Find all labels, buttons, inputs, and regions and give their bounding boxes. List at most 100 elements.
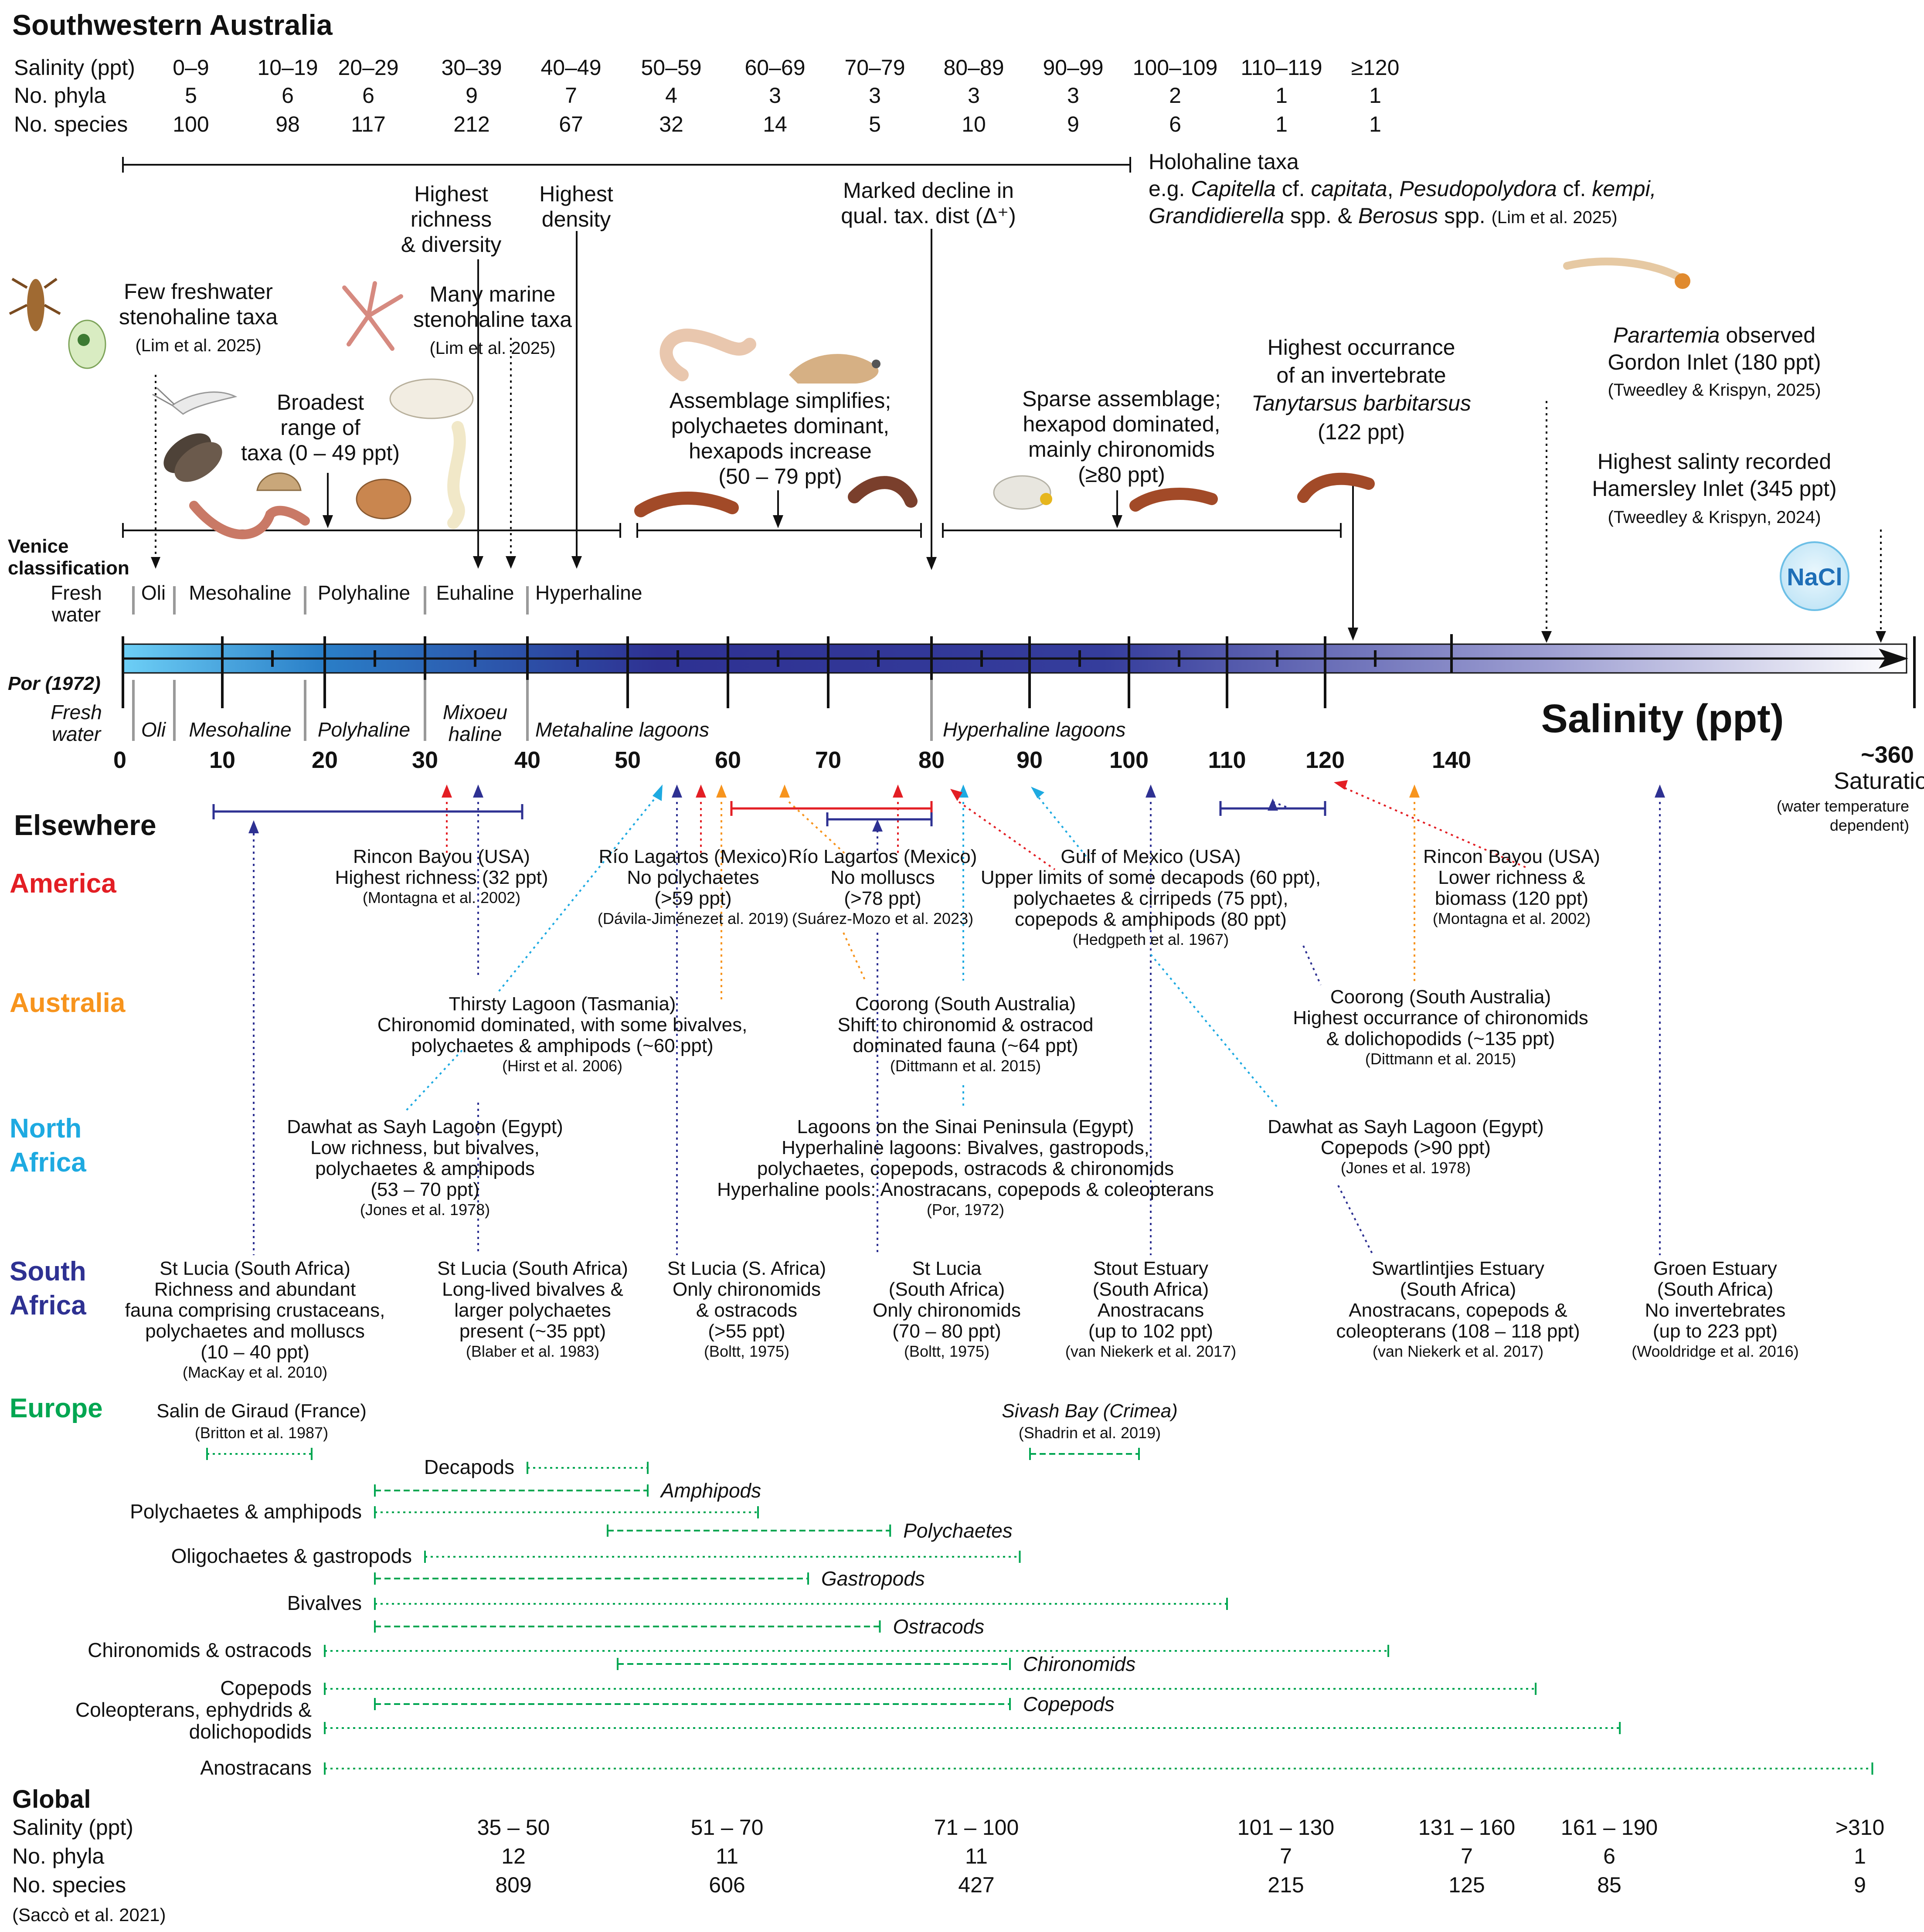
swa-phyla-cell: 3 [769,83,781,108]
axis-tick-label: 90 [1016,747,1043,773]
swa-species-cell: 6 [1169,112,1181,136]
swa-phyla-cell: 3 [1067,83,1079,108]
global-salinity-cell: 131 – 160 [1418,1815,1515,1840]
global-phyla-cell: 1 [1854,1844,1866,1868]
study-lucia1-line: fauna comprising crustaceans, [125,1300,385,1321]
elsewhere-ranges [212,801,1326,826]
global-title: Global [12,1785,91,1813]
europe-range-label: Gastropods [821,1567,925,1590]
por-mixoeu-line1: Mixoeu [443,701,507,723]
europe-site-crimea: Sivash Bay (Crimea) [1002,1400,1177,1422]
swa-phyla-cell: 1 [1275,83,1288,108]
europe-site-france-ref: (Britton et al. 1987) [195,1424,328,1442]
study-dawhat2-ref: (Jones et al. 1978) [1341,1159,1471,1177]
snail-icon [789,354,880,384]
study-lucia4-line: Only chironomids [873,1300,1021,1321]
highest-salinity-ref: (Tweedley & Krispyn, 2024) [1608,508,1821,527]
elsewhere-arrowheads [248,780,1665,833]
freshwater-note-line1: Few freshwater [124,279,273,304]
axis-tick-label: 20 [312,747,338,773]
decline-note-line1: Marked decline in [843,178,1014,203]
swa-salinity-cell: 90–99 [1043,55,1103,80]
broadest-range-line1: Broadest [277,390,364,414]
study-lucia3-line: (>55 ppt) [708,1321,785,1342]
study-rincon2-line: Lower richness & [1438,867,1585,888]
study-lucia4-line: (70 – 80 ppt) [892,1321,1001,1342]
global-phyla-cell: 7 [1280,1844,1292,1868]
global-ref: (Saccò et al. 2021) [12,1905,166,1925]
swa-species-cell: 100 [173,112,209,136]
swa-species-cell: 32 [659,112,683,136]
study-stout-line: Anostracans [1098,1300,1204,1321]
axis-title: Salinity (ppt) [1541,696,1784,741]
study-lucia2-line: Long-lived bivalves & [442,1279,623,1300]
study-lucia3-line: Only chironomids [673,1279,821,1300]
swa-table: Salinity (ppt) No. phyla No. species 0–9… [14,55,1399,136]
study-rincon2-line: Rincon Bayou (USA) [1423,846,1600,867]
global-phyla-cell: 12 [501,1844,526,1868]
global-salinity-cell: 161 – 190 [1561,1815,1658,1840]
highest-occ-species: Tanytarsus barbitarsus [1251,391,1471,415]
europe-range-crimea [374,1572,809,1585]
global-species-cell: 9 [1854,1873,1866,1897]
por-oli: Oli [141,718,167,741]
sparse-note-line1: Sparse assemblage; [1022,387,1221,411]
venice-classification: Venice classification Fresh water Oli Me… [8,536,642,626]
study-lagartos1-line: No polychaetes [627,867,759,888]
study-thirsty-line: Thirsty Lagoon (Tasmania) [449,993,676,1015]
europe-range-crimea [374,1484,649,1497]
holohaline-title: Holohaline taxa [1149,149,1299,174]
axis-tick-label: 50 [615,747,641,773]
swa-salinity-cell: 30–39 [441,55,502,80]
global-header-species: No. species [12,1873,126,1897]
europe-range-label: Copepods [220,1677,312,1699]
study-dawhat1-line: Dawhat as Sayh Lagoon (Egypt) [287,1116,563,1137]
europe-range-label: Bivalves [287,1592,362,1614]
global-salinity-cell: 101 – 130 [1237,1815,1334,1840]
global-salinity-cell: 71 – 100 [934,1815,1019,1840]
region-south-africa-line1: South [10,1256,86,1287]
study-lucia2-ref: (Blaber et al. 1983) [466,1342,599,1360]
shrimp-icon [152,387,238,415]
study-groen-ref: (Wooldridge et al. 2016) [1632,1342,1799,1360]
europe-range-label: Amphipods [659,1479,761,1502]
global-salinity-cell: 51 – 70 [691,1815,764,1840]
study-rincon1-line: Highest richness (32 ppt) [335,867,548,888]
study-lagartos1-ref: (Dávila-Jiménezet al. 2019) [598,910,789,927]
europe-range-france [374,1598,1228,1610]
study-lagartos1-line: (>59 ppt) [654,888,731,909]
swa-header-phyla: No. phyla [14,83,106,108]
study-lucia1-line: Richness and abundant [154,1279,356,1300]
region-america: America [10,869,116,899]
study-coorong2-ref: (Dittmann et al. 2015) [1365,1050,1516,1068]
axis-tick-label: 110 [1208,747,1246,773]
swa-phyla-cell: 1 [1369,83,1381,108]
swa-species-cell: 1 [1275,112,1288,136]
broadest-range-line3: taxa (0 – 49 ppt) [241,441,400,465]
swa-salinity-cell: 10–19 [257,55,318,80]
study-dawhat1-line: (53 – 70 ppt) [371,1179,479,1200]
study-rincon2-line: biomass (120 ppt) [1435,888,1588,909]
organism-illustrations: NaCl [9,258,1849,611]
study-lagartos2-line: No molluscs [830,867,935,888]
global-header-salinity: Salinity (ppt) [12,1815,133,1840]
parartemia-ref: (Tweedley & Krispyn, 2025) [1608,380,1821,400]
study-groen-line: (South Africa) [1657,1279,1774,1300]
europe-range-label: Ostracods [893,1615,985,1638]
venice-polyhaline: Polyhaline [318,581,410,604]
venice-label-line2: classification [8,557,129,579]
axis-tick-label: 10 [209,747,235,773]
marine-note-line1: Many marine [430,282,556,306]
broadest-range-line2: range of [280,415,360,440]
swa-species-cell: 10 [962,112,986,136]
europe-range-crimea [374,1620,881,1633]
global-species-cell: 125 [1448,1873,1485,1897]
chironomid-pupa-icon [993,475,1052,510]
por-fresh-line2: water [52,723,102,745]
study-dawhat1-line: Low richness, but bivalves, [310,1137,540,1158]
sparse-note-line2: hexapod dominated, [1023,412,1220,436]
swa-species-cell: 67 [559,112,583,136]
swa-salinity-cell: 50–59 [641,55,701,80]
